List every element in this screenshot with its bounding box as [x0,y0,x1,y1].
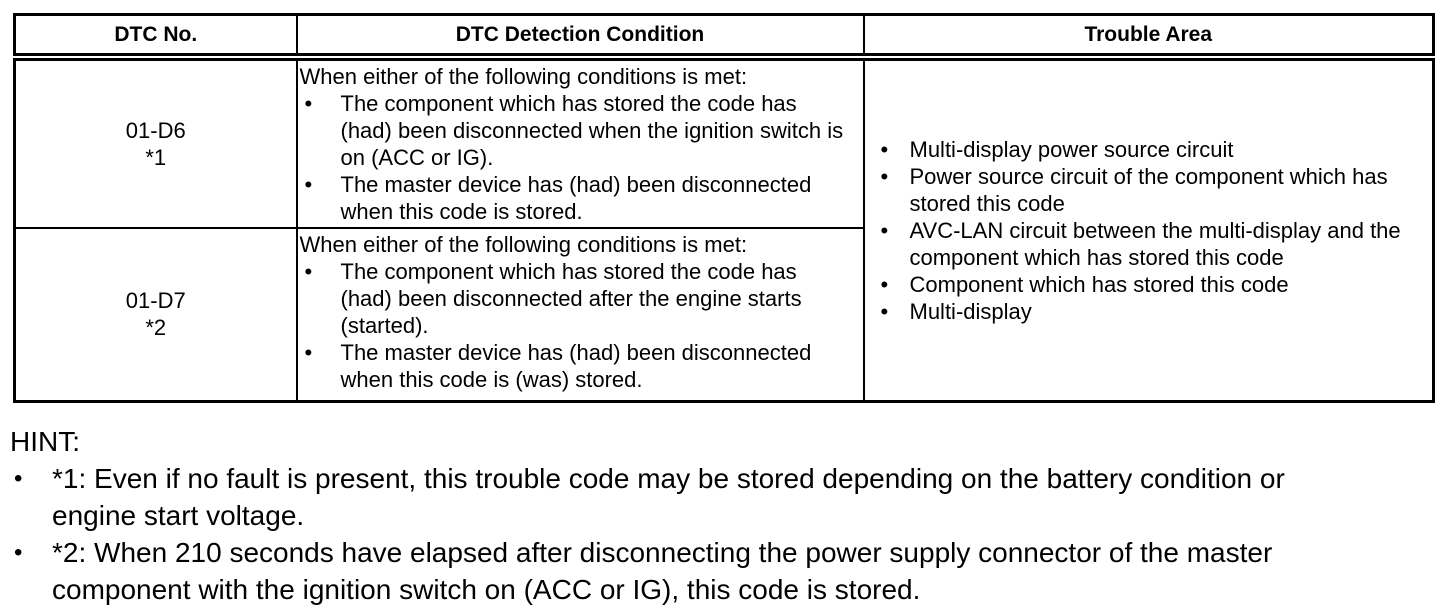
condition-intro: When either of the following conditions … [299,63,748,89]
list-item: • Power source circuit of the component … [879,163,1423,217]
bullet-icon: • [14,465,23,492]
dtc-no-cell: 01-D6 *1 [13,55,298,229]
bullet-icon: • [880,136,889,162]
bullet-icon: • [880,163,889,189]
bullet-icon: • [880,217,889,243]
trouble-area-text: Power source circuit of the component wh… [909,163,1388,216]
dtc-no-cell: 01-D7 *2 [13,226,298,403]
hint-item: • *2: When 210 seconds have elapsed afte… [10,534,1310,608]
dtc-code: 01-D7 [125,288,186,314]
hint-text: *1: Even if no fault is present, this tr… [52,463,1285,531]
trouble-area-text: AVC-LAN circuit between the multi-displa… [909,217,1401,270]
header-dtc-no: DTC No. [13,13,298,61]
bullet-icon: • [880,271,889,297]
detection-condition-cell: When either of the following conditions … [295,226,865,403]
trouble-area-cell: • Multi-display power source circuit • P… [862,55,1435,403]
bullet-icon: • [880,298,889,324]
hint-text: *2: When 210 seconds have elapsed after … [52,537,1273,605]
list-item: • The master device has (had) been disco… [300,171,845,225]
hint-item: • *1: Even if no fault is present, this … [10,460,1310,534]
header-detection-condition: DTC Detection Condition [295,13,865,61]
bullet-icon: • [304,339,313,365]
dtc-note: *2 [145,315,167,341]
hint-label: HINT: [10,426,80,457]
condition-text: The component which has stored the code … [340,90,844,170]
condition-intro: When either of the following conditions … [299,231,748,257]
list-item: • Component which has stored this code [879,271,1423,298]
condition-text: The master device has (had) been disconn… [340,339,812,392]
trouble-area-text: Component which has stored this code [909,271,1289,297]
bullet-icon: • [304,171,313,197]
condition-text: The master device has (had) been disconn… [340,171,812,224]
list-item: • The master device has (had) been disco… [300,339,845,393]
condition-text: The component which has stored the code … [340,258,802,338]
list-item: • The component which has stored the cod… [300,90,845,171]
table-row: 01-D7 *2 When either of the following co… [13,226,1434,403]
dtc-table: DTC No. DTC Detection Condition Trouble … [13,13,1435,403]
list-item: • The component which has stored the cod… [300,258,845,339]
table-row: 01-D6 *1 When either of the following co… [13,55,1435,403]
list-item: • Multi-display [879,298,1423,325]
header-trouble-area: Trouble Area [862,13,1435,61]
dtc-code: 01-D6 [125,117,186,143]
trouble-area-text: Multi-display [909,298,1032,324]
detection-condition-cell: When either of the following conditions … [295,55,865,229]
bullet-icon: • [304,90,313,116]
trouble-area-text: Multi-display power source circuit [909,136,1234,162]
bullet-icon: • [304,258,313,284]
table-header-row: DTC No. DTC Detection Condition Trouble … [13,13,1435,61]
list-item: • Multi-display power source circuit [879,136,1423,163]
bullet-icon: • [14,539,23,566]
dtc-note: *1 [145,144,167,170]
hint-section: HINT: • *1: Even if no fault is present,… [10,423,1310,608]
list-item: • AVC-LAN circuit between the multi-disp… [879,217,1423,271]
